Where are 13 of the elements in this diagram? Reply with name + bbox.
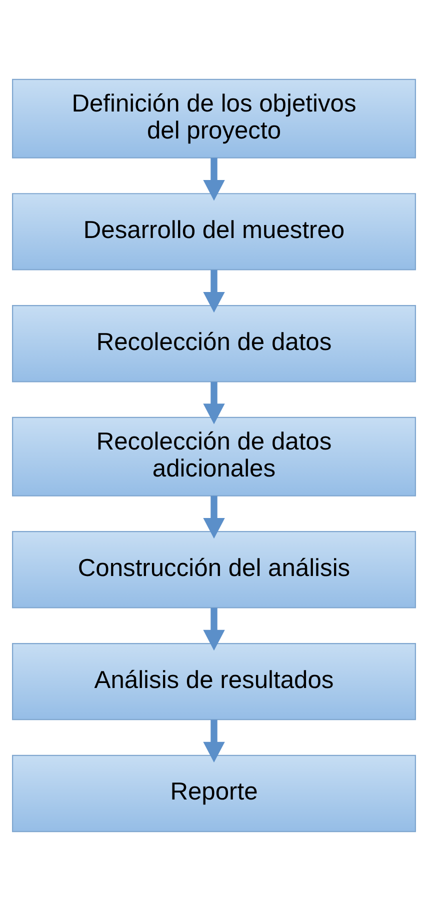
arrow	[203, 269, 225, 312]
arrow	[203, 495, 225, 538]
node-box: Reporte	[12, 754, 416, 832]
arrow	[203, 381, 225, 424]
node-box: Construcción del análisis	[12, 530, 416, 608]
node-box: Recolección de datos adicionales	[12, 416, 416, 496]
node-box: Definición de los objetivos del proyecto	[12, 78, 416, 158]
node-box: Desarrollo del muestreo	[12, 192, 416, 270]
arrow	[203, 719, 225, 762]
node-box: Análisis de resultados	[12, 642, 416, 720]
arrow	[203, 607, 225, 650]
node-box: Recolección de datos	[12, 304, 416, 382]
arrow	[203, 157, 225, 200]
